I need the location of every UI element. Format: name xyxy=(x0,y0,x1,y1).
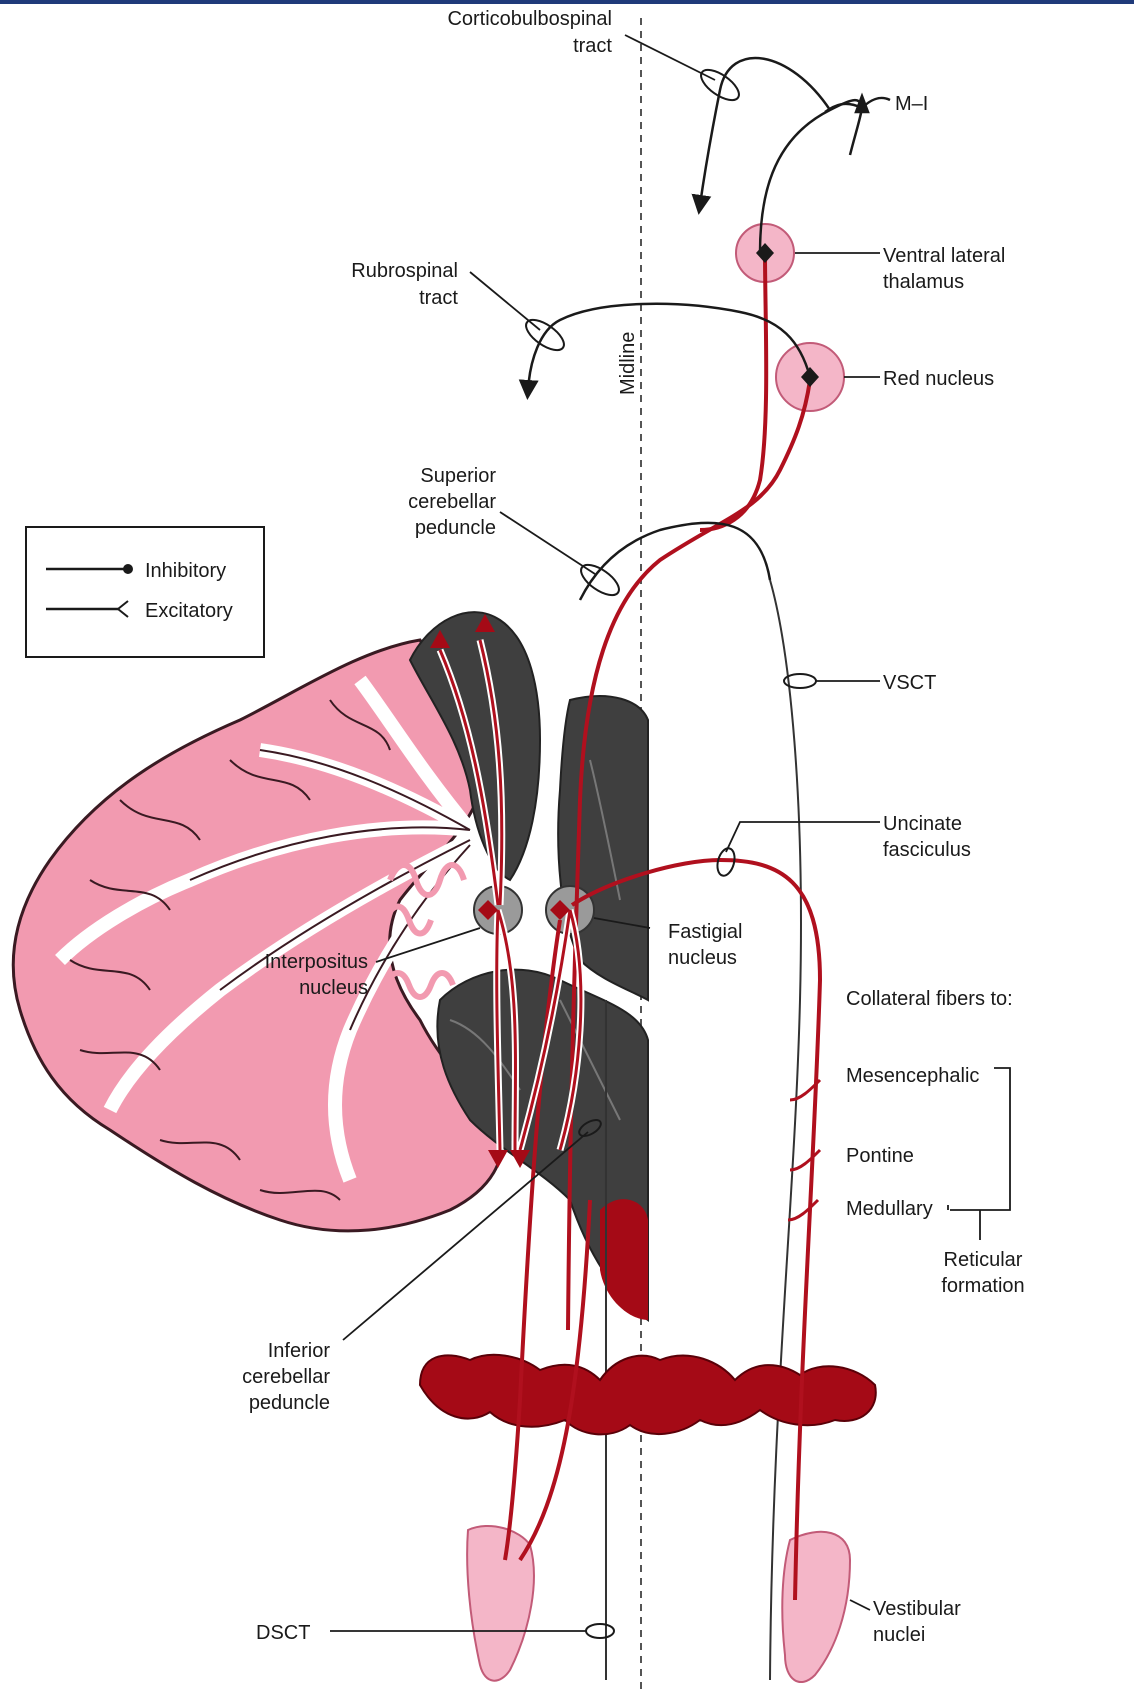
fastigial-nucleus-line2: nucleus xyxy=(668,947,737,969)
mi-neuron xyxy=(824,92,891,156)
ventral-lateral-label-line2: thalamus xyxy=(883,271,964,293)
corticobulbospinal-label-line1: Corticobulbospinal xyxy=(447,8,612,30)
cerebellar-red-fibers xyxy=(436,639,585,1151)
ventral-lateral-label-line1: Ventral lateral xyxy=(883,245,1005,267)
pons xyxy=(418,1353,877,1436)
mi-label: M–I xyxy=(895,93,928,115)
leader-lines xyxy=(330,34,1011,1632)
reticular-formation-line2: formation xyxy=(941,1275,1024,1297)
diamond-markers xyxy=(756,243,819,387)
mesencephalic-label: Mesencephalic xyxy=(846,1065,979,1087)
interpositus-nucleus-line2: nucleus xyxy=(299,977,368,999)
superior-cerebellar-peduncle-line3: peduncle xyxy=(415,517,496,539)
inferior-cerebellar-peduncle-line2: cerebellar xyxy=(242,1366,330,1388)
legend-inhibitory-label: Inhibitory xyxy=(145,560,226,582)
uncinate-fasciculus-line2: fasciculus xyxy=(883,839,971,861)
superior-cerebellar-peduncle-line1: Superior xyxy=(420,465,496,487)
corticobulbospinal-label-line2: tract xyxy=(573,35,612,57)
rubrospinal-label-line1: Rubrospinal xyxy=(351,260,458,282)
cerebellar-cortex xyxy=(11,638,505,1233)
dsct-label: DSCT xyxy=(256,1622,310,1644)
rubrospinal-label-line2: tract xyxy=(419,287,458,309)
legend-box xyxy=(25,526,265,658)
black-fiber-paths xyxy=(518,56,864,601)
uncinate-fasciculus-line1: Uncinate xyxy=(883,813,962,835)
inferior-cerebellar-peduncle-line3: peduncle xyxy=(249,1392,330,1414)
red-fiber-pathways xyxy=(503,252,823,1601)
vestibular-nuclei-line1: Vestibular xyxy=(873,1598,961,1620)
vestibular-nuclei-shape xyxy=(781,1530,852,1684)
legend-excitatory-label: Excitatory xyxy=(145,600,233,622)
collateral-fibers-label: Collateral fibers to: xyxy=(846,988,1013,1010)
vsct-label: VSCT xyxy=(883,672,936,694)
red-nucleus-label: Red nucleus xyxy=(883,368,994,390)
vestibular-nuclei-line2: nuclei xyxy=(873,1624,925,1646)
brainstem-left-line xyxy=(603,999,607,1681)
midline-label: Midline xyxy=(617,332,639,395)
brainstem-right-line xyxy=(769,579,802,1681)
header-bar xyxy=(0,0,1134,4)
superior-cerebellar-peduncle-line2: cerebellar xyxy=(408,491,496,513)
medullary-label: Medullary xyxy=(846,1198,933,1220)
reticular-formation-line1: Reticular xyxy=(944,1249,1023,1271)
interpositus-nucleus-line1: Interpositus xyxy=(265,951,368,973)
inferior-cerebellar-peduncle-line1: Inferior xyxy=(268,1340,331,1362)
dentate-squiggle xyxy=(382,862,467,1000)
fastigial-nucleus-line1: Fastigial xyxy=(668,921,742,943)
pontine-label: Pontine xyxy=(846,1145,914,1167)
dsct-nucleus-shape xyxy=(466,1525,535,1682)
purkinje-markers xyxy=(430,614,570,1168)
